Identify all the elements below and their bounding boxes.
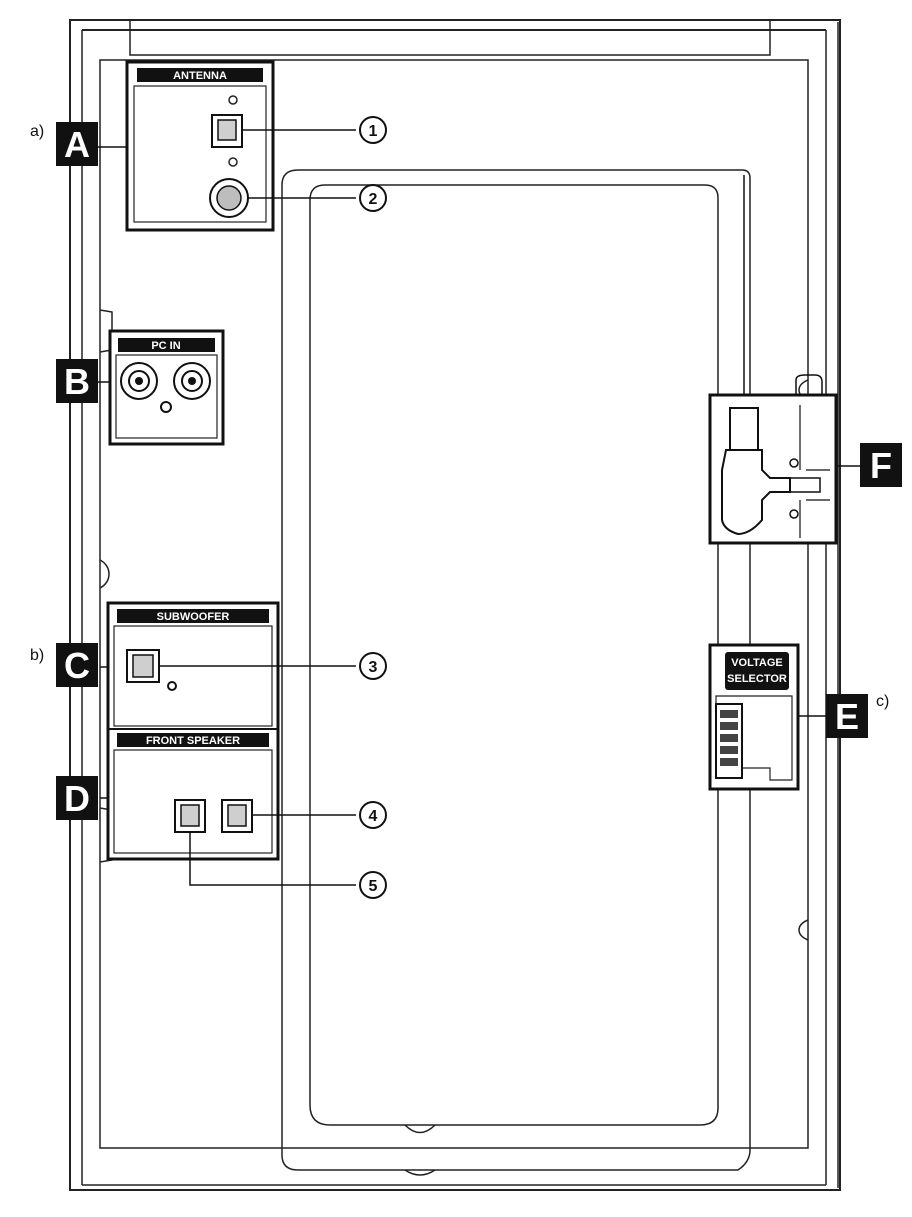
- inner-recess: [281, 169, 751, 1176]
- callout-3-number: 3: [369, 659, 378, 676]
- callout-1: 1: [359, 116, 387, 144]
- section-letter-a: A: [64, 124, 90, 165]
- callout-4: 4: [359, 801, 387, 829]
- section-letter-f: F: [870, 445, 892, 486]
- section-badge-f: F: [860, 443, 902, 487]
- note-a: a): [30, 123, 44, 140]
- section-letter-e: E: [835, 696, 859, 737]
- section-letter-c: C: [64, 645, 90, 686]
- section-badge-c: C: [56, 643, 98, 687]
- section-letter-b: B: [64, 361, 90, 402]
- section-badge-d: D: [56, 776, 98, 820]
- callout-1-number: 1: [369, 123, 378, 140]
- antenna-panel: ANTENNA: [125, 60, 275, 232]
- callout-2: 2: [359, 184, 387, 212]
- front-speaker-label: FRONT SPEAKER: [146, 735, 240, 747]
- voltage-selector-panel: VOLTAGE SELECTOR: [708, 643, 800, 791]
- voltage-label: VOLTAGE: [731, 657, 783, 669]
- subwoofer-label: SUBWOOFER: [157, 611, 230, 623]
- power-cord-panel: [708, 175, 838, 545]
- note-b: b): [30, 647, 44, 664]
- callout-3: 3: [359, 652, 387, 680]
- note-c: c): [876, 693, 889, 710]
- speaker-panel: SUBWOOFER FRONT SPEAKER: [106, 601, 280, 861]
- section-letter-d: D: [64, 778, 90, 819]
- callout-5-number: 5: [369, 878, 378, 895]
- leader-lines: [98, 129, 860, 886]
- callout-2-number: 2: [369, 191, 378, 208]
- selector-label: SELECTOR: [727, 673, 787, 685]
- section-badge-e: E: [826, 694, 868, 738]
- section-badge-b: B: [56, 359, 98, 403]
- callout-4-number: 4: [369, 808, 378, 825]
- callout-5: 5: [359, 871, 387, 899]
- section-badge-a: A: [56, 122, 98, 166]
- antenna-label: ANTENNA: [173, 70, 227, 82]
- pc-in-panel: PC IN: [108, 329, 225, 446]
- pc-in-label: PC IN: [151, 340, 180, 352]
